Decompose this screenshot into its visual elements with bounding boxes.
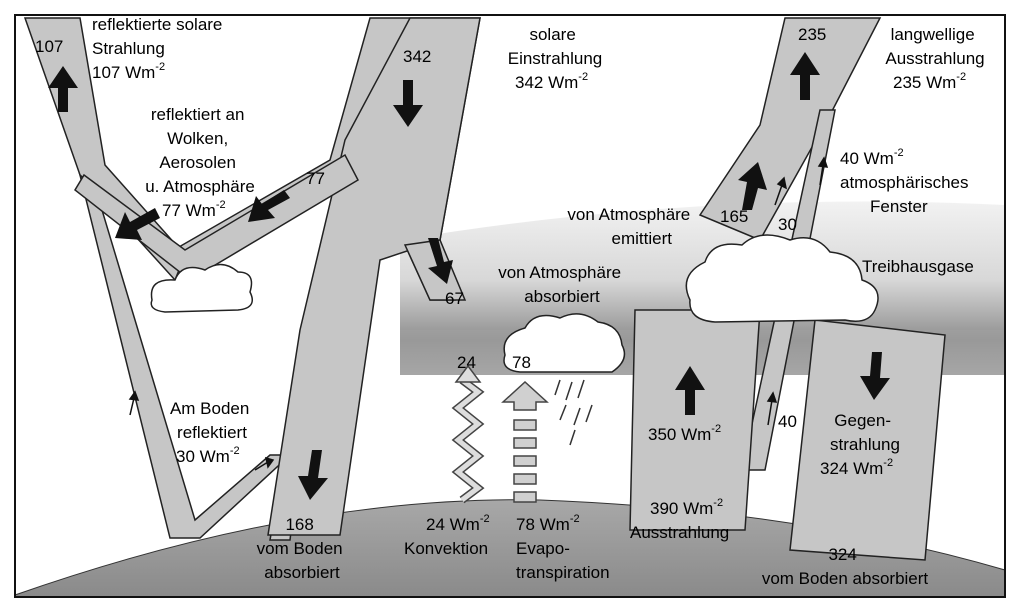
back-radiation-stream [789,319,946,561]
cloud-reflection-stream [74,153,359,281]
arrow-down-342 [393,80,423,127]
arrow-up-235 [790,52,820,100]
reflected-clouds-label: reflektiert an Wolken, Aerosolen u. Atmo… [145,105,255,196]
reflected-clouds-value: 77 Wm-2 [162,199,226,220]
emitted-atmosphere-label: von Atmosphäre emittiert [567,205,695,248]
label-77: 77 [306,169,325,188]
cloud-right [685,234,879,323]
thin-arrows [128,156,829,471]
arrow-down-168 [298,450,328,500]
arrow-left-77 [115,208,160,240]
label-30-window: 30 [778,215,797,234]
absorbed-ground-324-label: 324 vom Boden absorbiert [762,545,929,588]
back-radiation-value: 324 Wm-2 [820,457,893,478]
rain [554,379,593,446]
arrow-down-324 [860,352,890,400]
surface-reflected-value: 30 Wm-2 [176,445,240,466]
arrow-left-77b [248,190,290,222]
surface-emission-label: 390 Wm-2 Ausstrahlung [630,491,729,542]
surface-emission-stream [629,309,761,531]
cloud-left [150,263,253,313]
convection-label: 24 Wm-2 Konvektion [404,507,494,558]
absorbed-atmosphere-label: von Atmosphäre absorbiert [498,263,626,306]
label-24: 24 [457,353,476,372]
arrow-up-350 [675,366,705,415]
absorbed-ground-168-label: 168 vom Boden absorbiert [257,515,348,582]
surface-reflected-label: Am Boden reflektiert [170,399,254,442]
label-165: 165 [720,207,748,226]
evapotranspiration-arrow-icon [501,380,549,503]
surface-radiation-350-label: 350 Wm-2 [648,423,721,444]
label-78: 78 [512,353,531,372]
arrow-down-67 [428,238,453,284]
cloud-middle [503,313,626,373]
label-67: 67 [445,289,464,308]
convection-arrowhead-icon [454,364,482,383]
incoming-solar-value: 342 Wm-2 [515,71,588,92]
outgoing-longwave-label: langwellige Ausstrahlung [885,25,984,68]
label-342-top: 342 [403,47,431,66]
label-107-top: 107 [35,37,63,56]
back-radiation-label: Gegen- strahlung [830,411,900,454]
label-40: 40 [778,412,797,431]
diagram-border [14,14,1006,598]
incoming-solar-label: solare Einstrahlung [508,25,603,68]
arrow-up-107 [48,66,78,112]
reflected-solar-label: reflektierte solare Strahlung 107 Wm-2 [92,15,227,82]
atmospheric-window-label: 40 Wm-2 atmosphärisches Fenster [840,141,973,216]
label-235-top: 235 [798,25,826,44]
outgoing-longwave-value: 235 Wm-2 [893,71,966,92]
direction-arrows [48,52,890,500]
greenhouse-label: Treibhausgase [862,257,974,276]
convection-zigzag-inner [453,378,483,502]
evapotranspiration-label: 78 Wm-2 Evapo- transpiration [516,507,610,582]
arrow-up-165 [738,162,767,210]
solar-to-ground-stream [267,17,481,536]
